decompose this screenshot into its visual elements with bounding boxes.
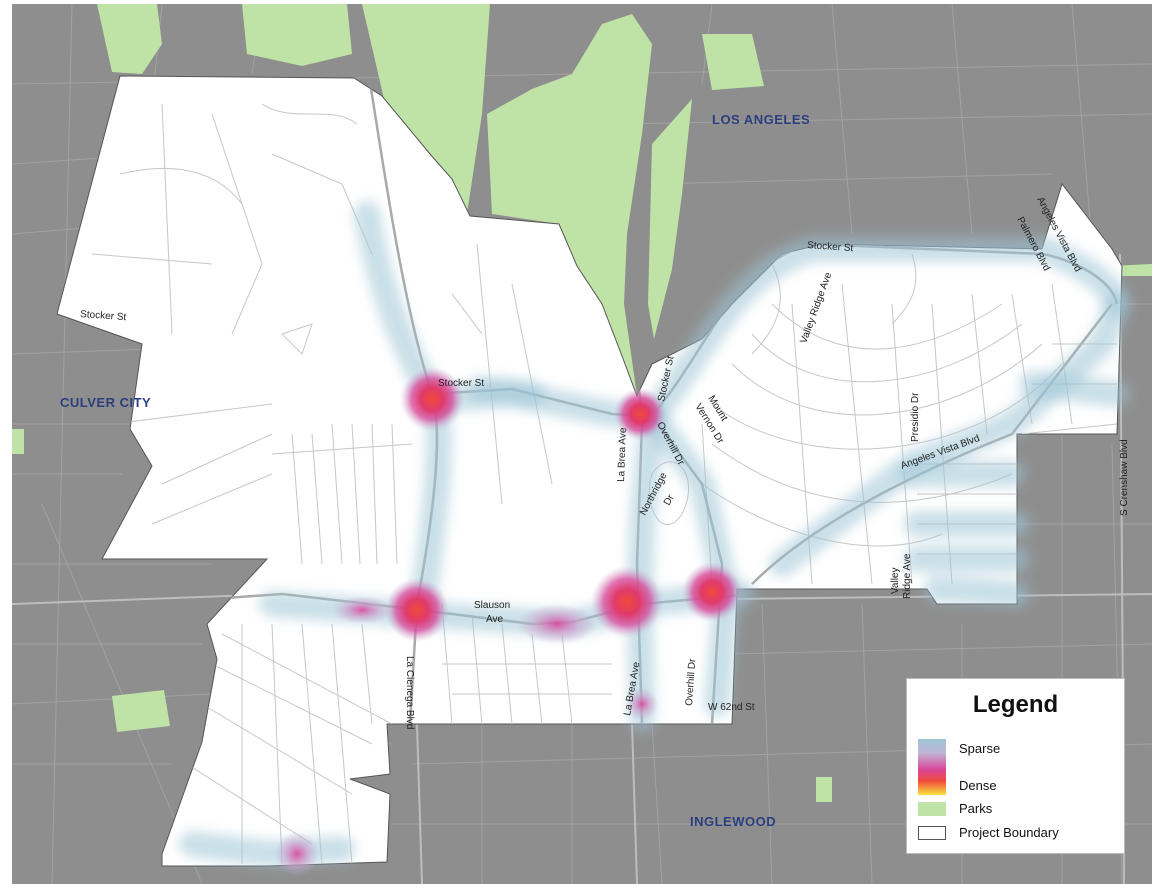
- legend-label-sparse: Sparse: [959, 741, 1001, 756]
- parks: [12, 4, 1152, 802]
- hotspot-slauson-la-brea: [591, 566, 663, 638]
- street-label-slauson-ave: Ave: [486, 614, 503, 625]
- hotspot-slauson-overhill: [682, 562, 742, 622]
- heatmap-hotspots: [275, 367, 742, 876]
- hotspot-stocker-la-cienega: [400, 367, 464, 431]
- street-label-slauson: Slauson: [474, 600, 510, 611]
- hotspot-slauson-west: [332, 596, 392, 624]
- legend-density-gradient: [918, 739, 946, 795]
- city-label-los-angeles: LOS ANGELES: [712, 112, 810, 127]
- hotspot-slauson-la-cienega: [385, 578, 449, 642]
- hotspot-la-brea-stocker: [614, 388, 666, 440]
- street-label-ridge-ave: Ridge Ave: [902, 553, 913, 599]
- legend-swatch-boundary: [918, 826, 946, 840]
- legend: Legend Sparse Dense Parks Project Bounda…: [906, 678, 1125, 854]
- hotspot-la-brea-62nd: [626, 688, 658, 720]
- city-label-culver-city: CULVER CITY: [60, 395, 151, 410]
- street-label-la-cienega: La Cienega Blvd: [404, 656, 415, 729]
- city-label-inglewood: INGLEWOOD: [690, 814, 776, 829]
- map-svg: LOS ANGELES CULVER CITY INGLEWOOD Stocke…: [11, 3, 1153, 885]
- legend-title: Legend: [972, 691, 1059, 718]
- heatmap-sparse: [179, 201, 1130, 867]
- street-label-crenshaw: S Crenshaw Blvd: [1119, 439, 1130, 516]
- legend-swatch-parks: [918, 802, 946, 816]
- street-label-stocker-west: Stocker St: [80, 309, 127, 323]
- map-canvas: LOS ANGELES CULVER CITY INGLEWOOD Stocke…: [11, 3, 1153, 885]
- street-label-stocker-ne: Stocker St: [807, 240, 854, 254]
- street-label-overhill-south: Overhill Dr: [684, 658, 698, 707]
- street-label-valley: Valley: [890, 568, 901, 595]
- hotspot-southwest: [275, 832, 319, 876]
- street-label-stocker-mid: Stocker St: [438, 378, 484, 389]
- legend-label-boundary: Project Boundary: [959, 825, 1059, 840]
- hotspot-slauson-mid: [517, 604, 597, 644]
- street-label-presidio: Presidio Dr: [910, 392, 921, 442]
- legend-label-parks: Parks: [959, 801, 993, 816]
- legend-label-dense: Dense: [959, 778, 997, 793]
- street-label-la-brea-north: La Brea Ave: [616, 427, 629, 482]
- street-label-w62nd: W 62nd St: [708, 702, 755, 713]
